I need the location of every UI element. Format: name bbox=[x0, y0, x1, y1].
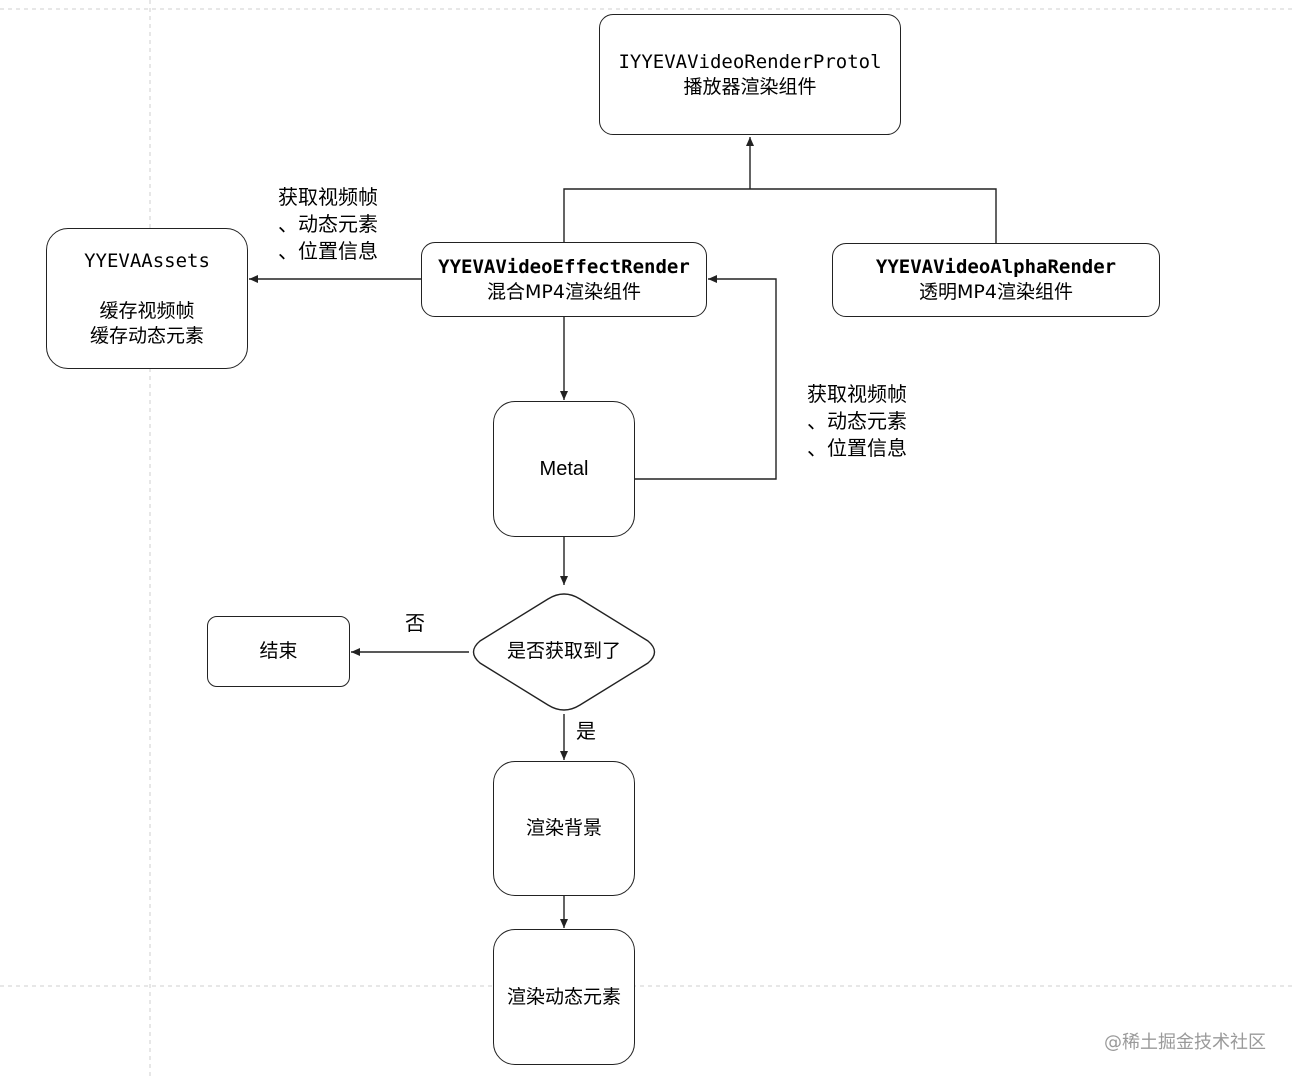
edge-label-fetch-to-assets: 获取视频帧 、动态元素 、位置信息 bbox=[278, 184, 378, 265]
render-background-label: 渲染背景 bbox=[525, 817, 602, 839]
alpha-render-name: YYEVAVideoAlphaRender bbox=[875, 256, 1117, 278]
assets-desc-elements: 缓存动态元素 bbox=[89, 324, 204, 347]
edge-effect-to-protocol bbox=[563, 188, 750, 243]
metal-node[interactable]: Metal bbox=[493, 401, 635, 537]
decision-label: 是否获取到了 bbox=[506, 640, 621, 662]
render-protocol-name: IYYEVAVideoRenderProtol bbox=[618, 50, 882, 73]
edge-label-fetch-to-assets-line2: 、动态元素 bbox=[278, 212, 378, 236]
edge-label-no: 否 bbox=[405, 611, 425, 635]
render-elements-label: 渲染动态元素 bbox=[506, 985, 621, 1008]
edge-label-fetch-to-assets-line3: 、位置信息 bbox=[278, 239, 378, 263]
assets-desc-frames: 缓存视频帧 bbox=[99, 299, 195, 322]
render-elements-node[interactable]: 渲染动态元素 bbox=[493, 929, 635, 1065]
end-label: 结束 bbox=[259, 640, 298, 662]
decision-diamond bbox=[472, 593, 656, 711]
end-node[interactable]: 结束 bbox=[207, 616, 350, 687]
edge-label-fetch-from-metal-line3: 、位置信息 bbox=[807, 436, 907, 460]
edge-label-fetch-from-metal-line1: 获取视频帧 bbox=[807, 382, 907, 406]
effect-render-desc: 混合MP4渲染组件 bbox=[487, 280, 641, 303]
render-protocol-node[interactable]: IYYEVAVideoRenderProtol 播放器渲染组件 bbox=[599, 14, 901, 135]
edge-label-fetch-to-assets-line1: 获取视频帧 bbox=[278, 185, 378, 209]
edge-alpha-to-protocol bbox=[750, 188, 997, 243]
alpha-render-desc: 透明MP4渲染组件 bbox=[919, 281, 1073, 303]
alpha-render-node[interactable]: YYEVAVideoAlphaRender 透明MP4渲染组件 bbox=[832, 243, 1160, 317]
edge-label-fetch-from-metal: 获取视频帧 、动态元素 、位置信息 bbox=[807, 381, 907, 462]
assets-name: YYEVAAssets bbox=[84, 249, 210, 272]
watermark: @稀土掘金技术社区 bbox=[1104, 1032, 1266, 1053]
metal-label: Metal bbox=[539, 457, 589, 480]
edge-metal-to-effect bbox=[634, 275, 777, 480]
assets-node[interactable]: YYEVAAssets 缓存视频帧 缓存动态元素 bbox=[46, 228, 248, 369]
effect-render-name: YYEVAVideoEffectRender bbox=[438, 255, 690, 278]
effect-render-node[interactable]: YYEVAVideoEffectRender 混合MP4渲染组件 bbox=[421, 242, 707, 317]
edge-label-yes: 是 bbox=[576, 719, 596, 743]
edge-label-fetch-from-metal-line2: 、动态元素 bbox=[807, 409, 907, 433]
render-background-node[interactable]: 渲染背景 bbox=[493, 761, 635, 896]
render-protocol-desc: 播放器渲染组件 bbox=[683, 75, 817, 98]
